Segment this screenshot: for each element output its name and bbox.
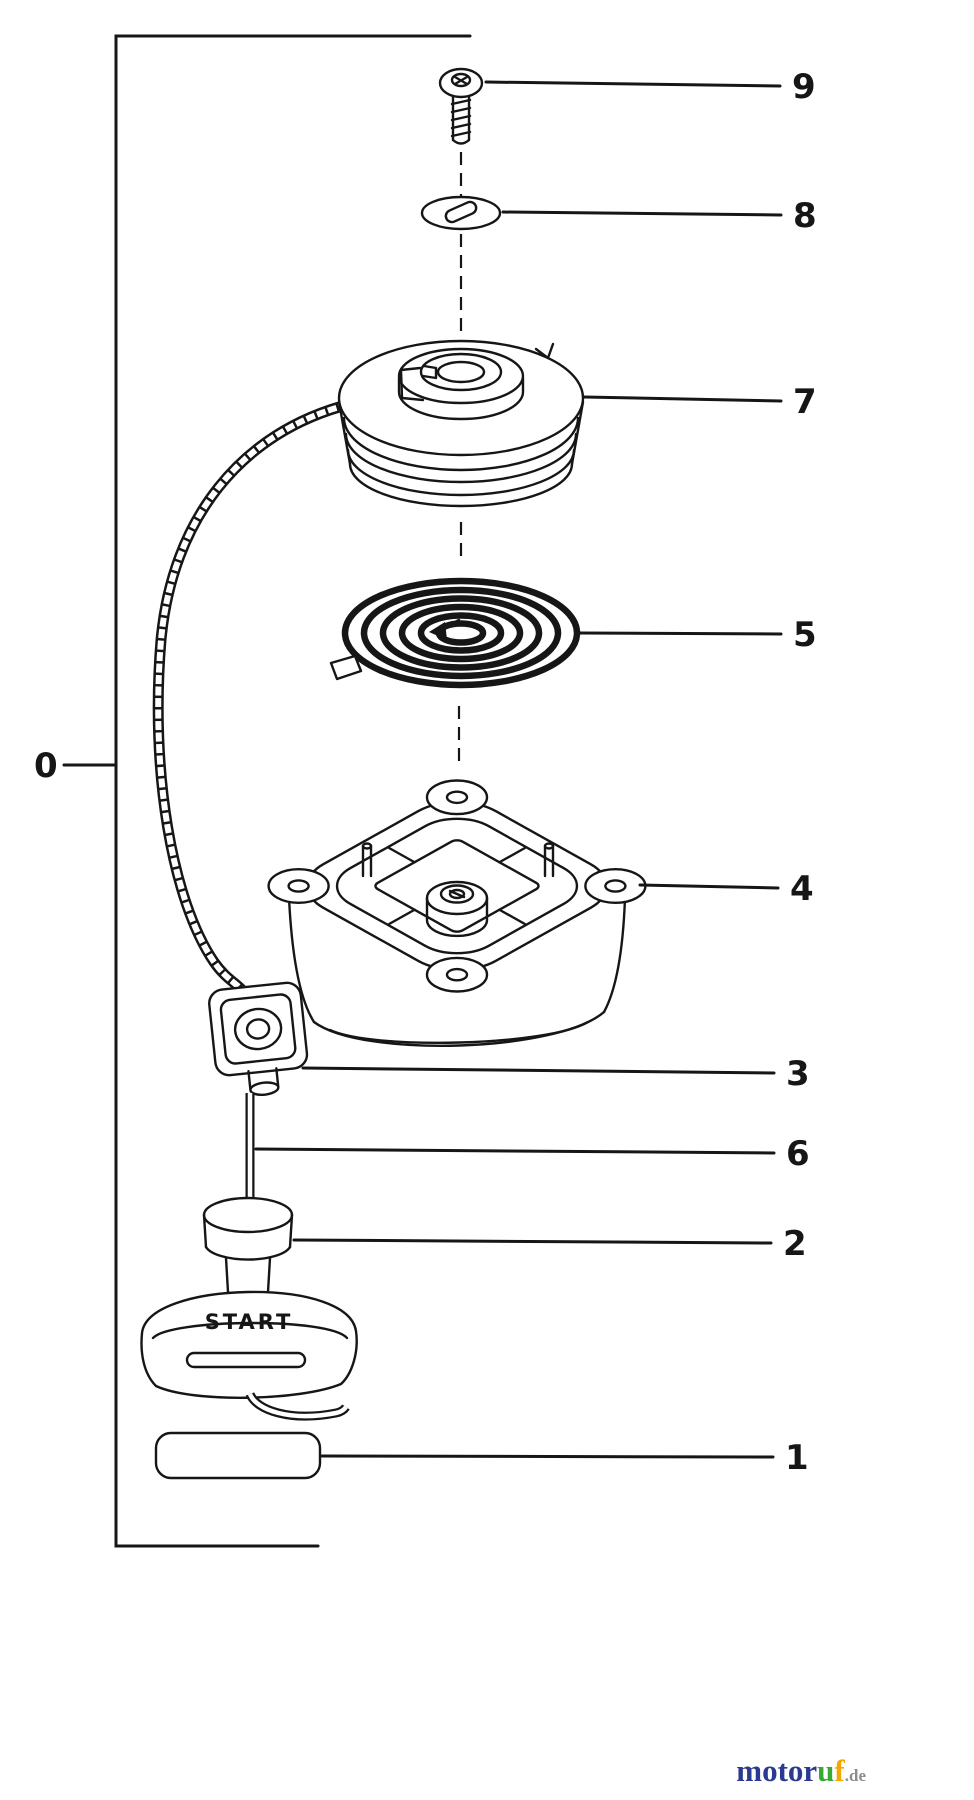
callout-leaders [62, 80, 783, 1459]
callout-2: 2 [783, 1224, 807, 1264]
callout-3: 3 [786, 1054, 810, 1094]
leader-line-4 [638, 883, 780, 890]
leader-line-7 [582, 395, 783, 403]
callout-4: 4 [790, 869, 814, 909]
starter-rope-long [152, 398, 352, 999]
centerline [455, 152, 463, 880]
watermark-suffix: .de [844, 1766, 866, 1785]
callout-6: 6 [786, 1134, 810, 1174]
watermark-seg-1: motor [736, 1753, 818, 1788]
leader-line-5 [578, 631, 783, 636]
leader-line-3 [301, 1066, 776, 1075]
callout-labels: 9 8 7 5 0 4 3 6 2 1 [34, 67, 817, 1478]
rope-tail [245, 1391, 350, 1421]
leader-line-8 [501, 210, 783, 217]
watermark-seg-3: f [834, 1753, 845, 1788]
watermark: motoruf.de [736, 1755, 866, 1786]
watermark-seg-2: u [817, 1753, 835, 1788]
bottom-plate-part [154, 1431, 322, 1480]
screw-part [438, 67, 484, 145]
start-grip-part: START [140, 1290, 358, 1399]
washer-plate-part [420, 195, 502, 231]
rope-guide-part [208, 981, 309, 1097]
callout-8: 8 [793, 196, 817, 236]
recoil-spring-part [329, 577, 581, 689]
start-grip-label: START [205, 1310, 294, 1334]
callout-7: 7 [793, 382, 817, 422]
assembly-bracket [114, 34, 472, 1548]
starter-pulley-part [337, 339, 585, 508]
leader-line-2 [292, 1238, 773, 1245]
leader-line-1 [320, 1454, 775, 1459]
callout-1: 1 [785, 1438, 809, 1478]
callout-5: 5 [793, 615, 817, 655]
callout-9: 9 [792, 67, 816, 107]
handle-insert-part [202, 1196, 294, 1302]
starter-housing-part [256, 774, 658, 1048]
leader-line-9 [484, 80, 782, 88]
leader-line-6 [254, 1147, 776, 1155]
callout-0: 0 [34, 746, 58, 786]
